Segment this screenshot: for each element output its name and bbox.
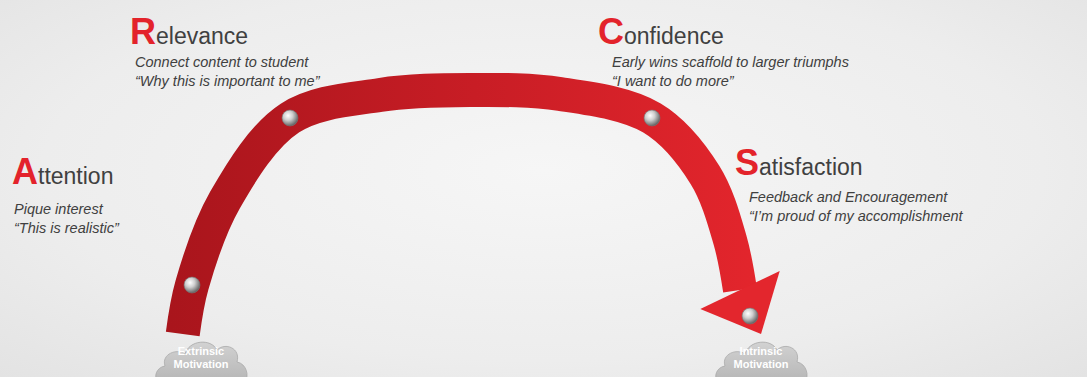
cloud-text: Intrinsic Motivation — [728, 334, 794, 371]
stage-quote: “I want to do more” — [612, 72, 734, 90]
marker-ball — [644, 110, 660, 126]
stage-description: Connect content to student — [135, 53, 308, 71]
cloud-node: Intrinsic Motivation — [713, 334, 809, 377]
marker-ball — [742, 308, 758, 324]
stage-heading: Confidence — [598, 12, 724, 56]
arc-arrow — [183, 90, 780, 334]
stage-quote: “This is realistic” — [14, 219, 119, 237]
stage-heading: Attention — [12, 152, 113, 196]
stage-description: Feedback and Encouragement — [749, 188, 947, 206]
marker-ball — [184, 277, 200, 293]
stage-heading: Satisfaction — [735, 143, 863, 187]
cloud-node: Extrinsic Motivation — [153, 334, 249, 377]
stage-quote: “Why this is important to me” — [135, 72, 320, 90]
arc-band — [183, 90, 740, 334]
stage-quote: “I’m proud of my accomplishment — [749, 207, 963, 225]
stage-heading: Relevance — [130, 12, 248, 56]
arrow-head — [700, 271, 779, 334]
stage-description: Pique interest — [14, 200, 103, 218]
stage-description: Early wins scaffold to larger triumphs — [612, 53, 849, 71]
marker-ball — [282, 110, 298, 126]
cloud-text: Extrinsic Motivation — [168, 334, 234, 371]
